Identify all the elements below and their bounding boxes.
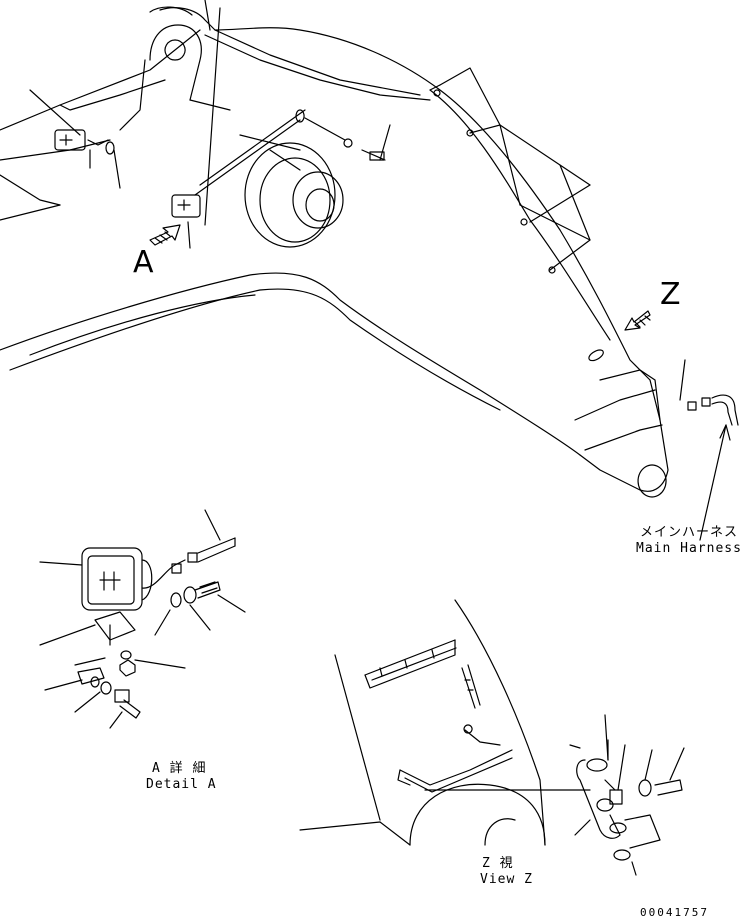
- detail-a-label-jp: A 詳 細: [152, 761, 207, 776]
- view-z-label: Z: [660, 277, 681, 312]
- detail-a-label-en: Detail A: [146, 777, 217, 792]
- boom-harness: [194, 67, 611, 341]
- cylinder-boss: [244, 142, 344, 248]
- view-z-caption-en: View Z: [480, 872, 533, 887]
- view-z-drawing: [299, 599, 685, 876]
- view-z-caption-jp: Z 視: [482, 856, 514, 871]
- drawing-number: 00041757: [640, 906, 709, 919]
- boom-work-light-left: [29, 89, 121, 189]
- main-harness-label-jp: メインハーネス: [640, 525, 739, 540]
- main-harness-connector: [687, 394, 739, 541]
- boom-body: [0, 6, 669, 498]
- hatched-arrow-icon: [624, 310, 651, 331]
- boom-work-light-right: [171, 7, 221, 249]
- hatched-arrow-icon: [149, 224, 181, 246]
- view-a-label: A: [133, 245, 154, 280]
- boom-leader-lines: [204, 0, 686, 401]
- main-harness-label-en: Main Harness: [636, 541, 741, 556]
- detail-a-drawing: [39, 509, 246, 729]
